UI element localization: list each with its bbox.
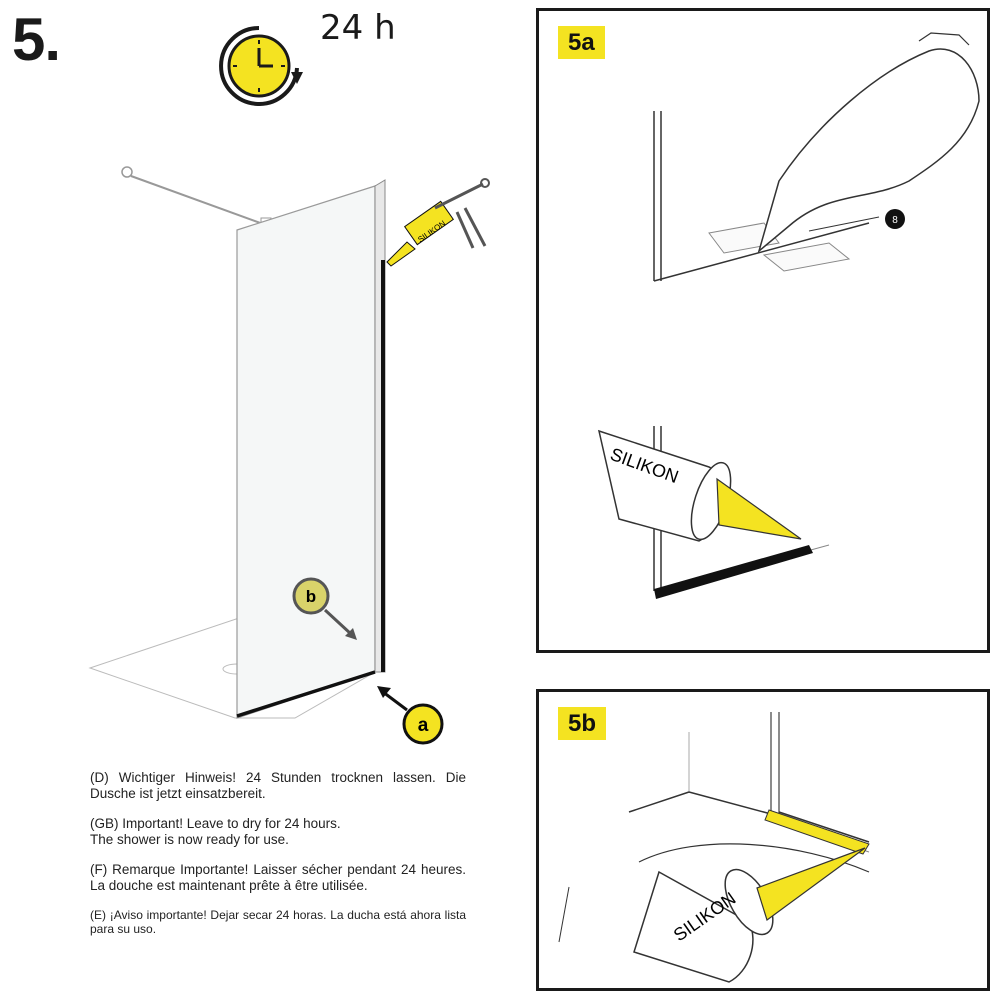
- note-spanish: (E) ¡Aviso importante! Dejar secar 24 ho…: [90, 907, 466, 936]
- clock-icon: [219, 26, 303, 106]
- detail-panel-5b: SILIKON 5b: [536, 689, 990, 991]
- panel-5b-label: 5b: [558, 707, 607, 741]
- step-number: 5.: [12, 6, 61, 73]
- note-english-line2: The shower is now ready for use.: [90, 831, 289, 847]
- caulking-gun-icon: SILIKON: [386, 178, 490, 267]
- note-german: (D) Wichtiger Hinweis! 24 Stunden trockn…: [90, 770, 466, 801]
- panel-5a-label: 5a: [558, 26, 605, 60]
- note-english: (GB) Important! Leave to dry for 24 hour…: [90, 816, 466, 848]
- note-french: (F) Remarque Importante! Laisser sécher …: [90, 861, 466, 893]
- callout-b-label: b: [306, 587, 316, 606]
- panel-5a-illustration: 8 SILIKON: [597, 32, 980, 599]
- shower-wall-illustration: SILIKON b a: [88, 166, 490, 745]
- callout-a: a: [377, 686, 444, 745]
- callout-a-label: a: [418, 715, 429, 736]
- instruction-notes: (D) Wichtiger Hinweis! 24 Stunden trockn…: [90, 770, 466, 950]
- part-8-label: 8: [892, 215, 898, 226]
- callout-b: b: [292, 577, 357, 640]
- note-english-line1: (GB) Important! Leave to dry for 24 hour…: [90, 815, 341, 831]
- drying-duration: 24 h: [320, 8, 396, 48]
- panel-5b-illustration: SILIKON: [558, 712, 870, 983]
- detail-panel-5a: 8 SILIKON 5a: [536, 8, 990, 653]
